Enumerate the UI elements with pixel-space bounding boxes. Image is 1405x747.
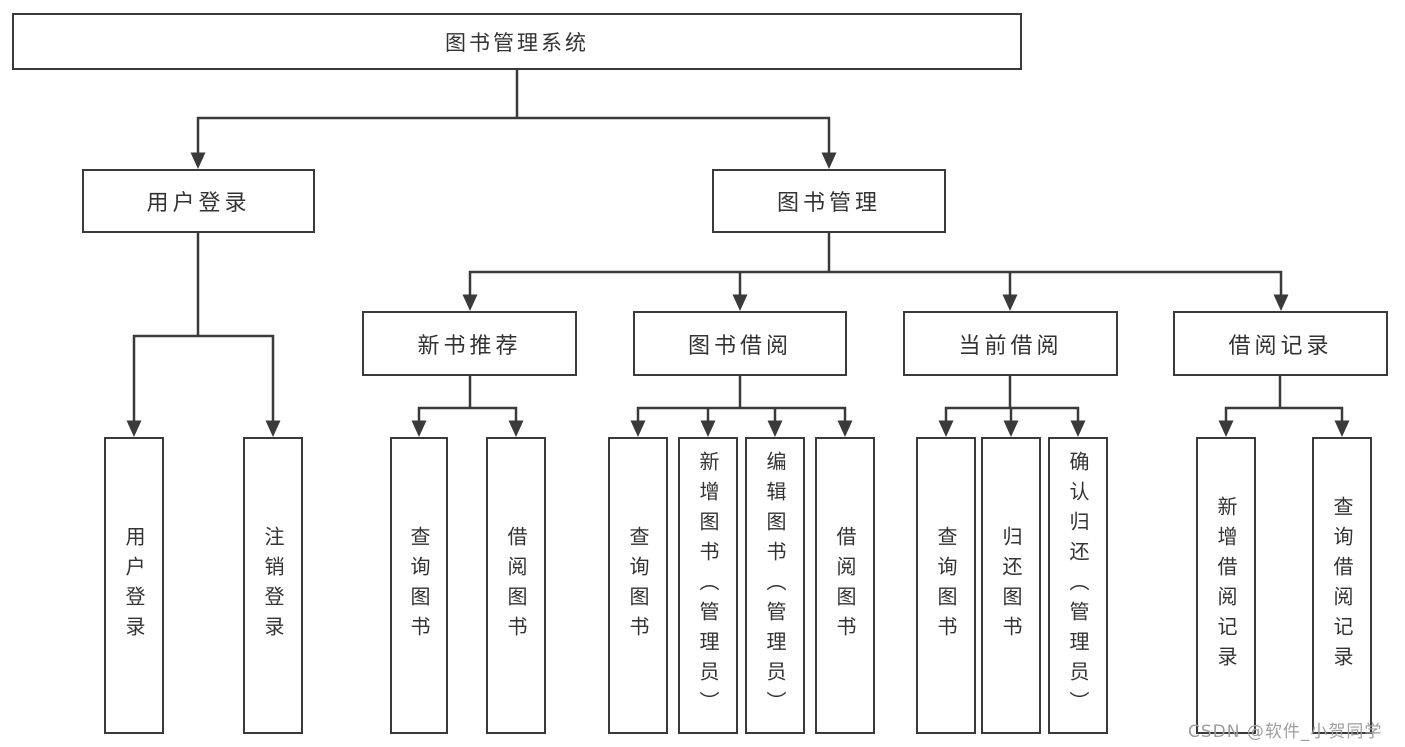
arrowhead-icon [265, 420, 281, 437]
arrowhead-icon [938, 420, 954, 437]
leaf-edit-book-admin: 编辑图书（管理员） [745, 437, 805, 734]
arrowhead-icon [508, 420, 524, 437]
arrowhead-icon [1273, 294, 1289, 311]
arrowhead-icon [732, 294, 748, 311]
leaf-add-book-admin: 新增图书（管理员） [678, 437, 738, 734]
leaf-borrow-books-newrec: 借阅图书 [486, 437, 546, 734]
arrowhead-icon [1002, 294, 1018, 311]
arrowhead-icon [821, 152, 837, 169]
arrowhead-icon [700, 420, 716, 437]
node-new-book-recommendation: 新书推荐 [362, 311, 577, 376]
node-book-borrowing: 图书借阅 [633, 311, 847, 376]
arrowhead-icon [1218, 420, 1234, 437]
arrowhead-icon [126, 420, 142, 437]
leaf-query-books-newrec: 查询图书 [390, 437, 448, 734]
arrowhead-icon [411, 420, 427, 437]
leaf-logout: 注销登录 [243, 437, 303, 734]
node-user-login: 用户登录 [82, 169, 315, 233]
node-borrowing-records: 借阅记录 [1173, 311, 1388, 376]
watermark-csdn: CSDN @软件_小贺同学 [1188, 722, 1383, 742]
node-current-borrowing: 当前借阅 [903, 311, 1118, 376]
arrowhead-icon [630, 420, 646, 437]
leaf-query-books-borrow: 查询图书 [608, 437, 668, 734]
arrowhead-icon [190, 152, 206, 169]
leaf-return-book: 归还图书 [981, 437, 1041, 734]
node-library-management-system: 图书管理系统 [12, 13, 1022, 70]
leaf-borrow-books-borrow: 借阅图书 [815, 437, 875, 734]
leaf-user-login: 用户登录 [104, 437, 164, 734]
leaf-query-books-current: 查询图书 [916, 437, 976, 734]
arrowhead-icon [837, 420, 853, 437]
leaf-confirm-return-admin: 确认归还（管理员） [1048, 437, 1108, 734]
arrowhead-icon [1003, 420, 1019, 437]
leaf-add-borrow-record: 新增借阅记录 [1196, 437, 1256, 734]
leaf-query-borrow-record: 查询借阅记录 [1312, 437, 1372, 734]
node-book-management: 图书管理 [712, 169, 946, 233]
arrowhead-icon [767, 420, 783, 437]
arrowhead-icon [462, 294, 478, 311]
arrowhead-icon [1334, 420, 1350, 437]
arrowhead-icon [1070, 420, 1086, 437]
